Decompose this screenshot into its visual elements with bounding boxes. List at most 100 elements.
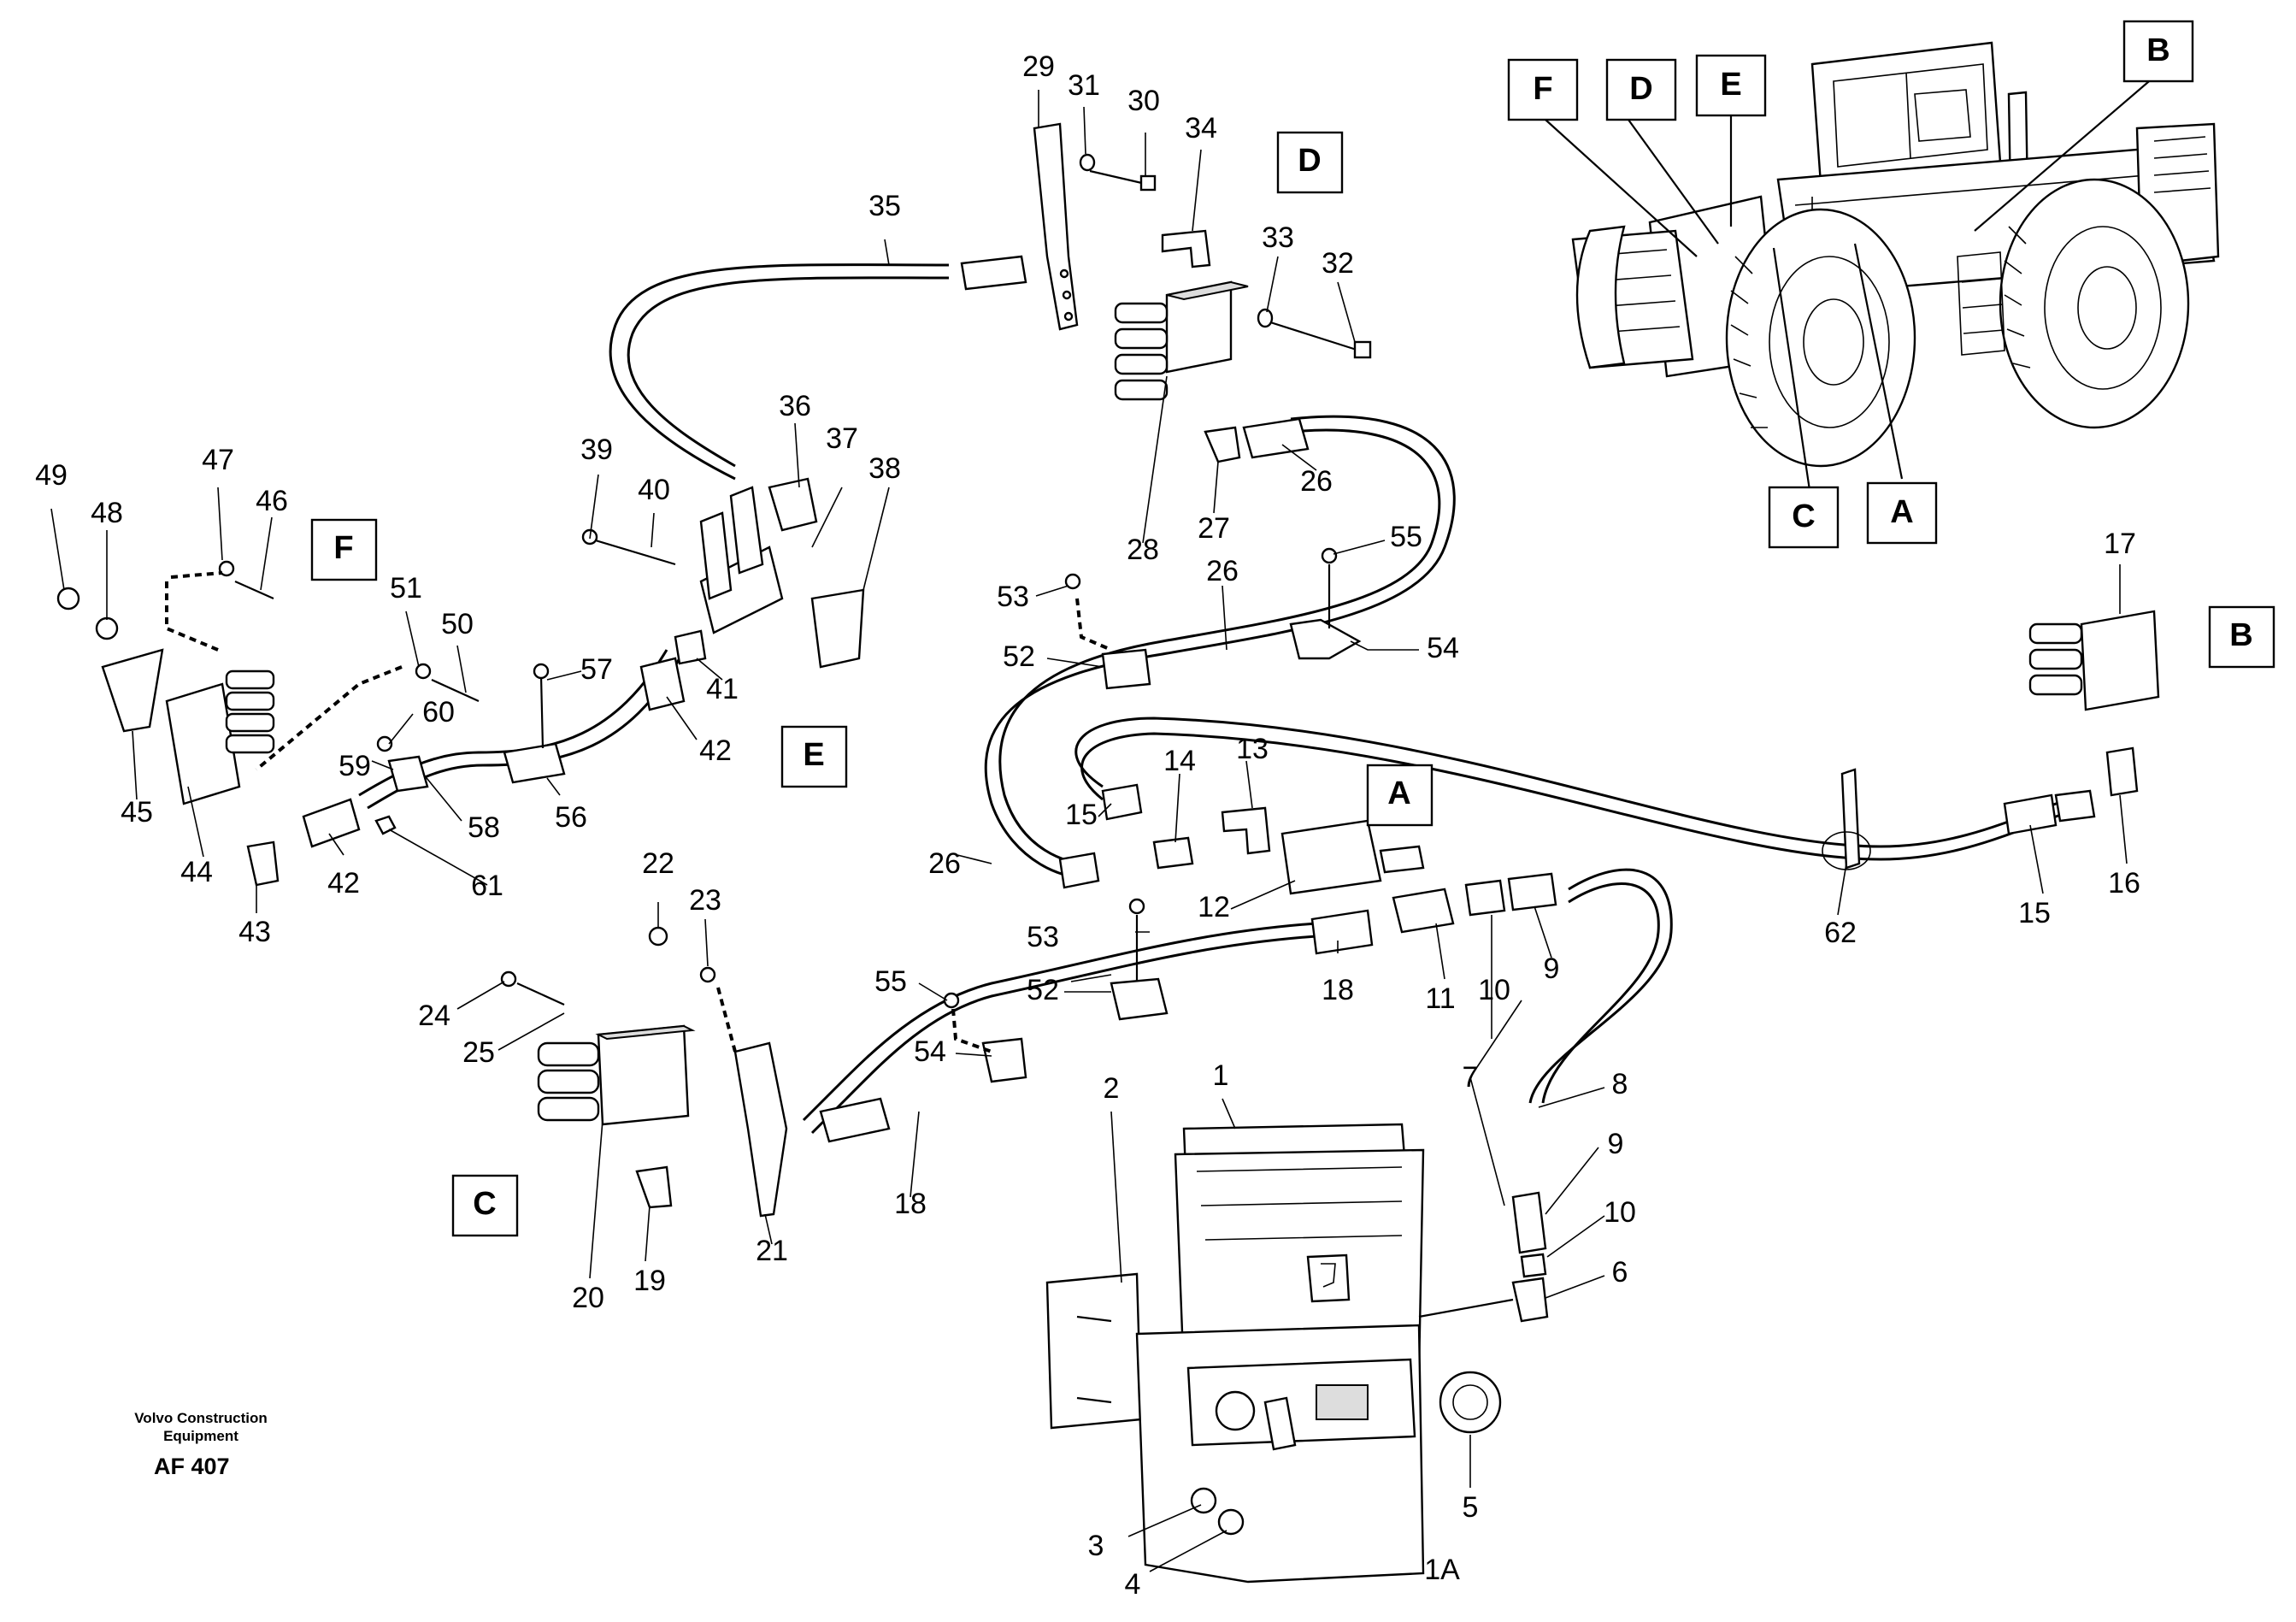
callout-36: 36	[779, 390, 811, 422]
callout-26-mid: 26	[1206, 555, 1239, 587]
junction-block-E	[581, 477, 865, 711]
callout-55-lower: 55	[874, 965, 907, 998]
callout-42-lower: 42	[327, 867, 360, 899]
callout-17: 17	[2104, 528, 2136, 560]
section-box-D-machine: D	[1605, 58, 1677, 121]
section-box-A-machine: A	[1866, 481, 1938, 545]
callout-51: 51	[390, 572, 422, 605]
far-wheel	[1575, 225, 1626, 369]
callout-21: 21	[756, 1235, 788, 1267]
callout-37: 37	[826, 422, 858, 455]
callout-9-lower: 9	[1608, 1128, 1624, 1160]
callout-39: 39	[580, 434, 613, 466]
callout-62: 62	[1824, 917, 1857, 949]
callout-50: 50	[441, 608, 474, 640]
callout-1: 1	[1213, 1059, 1229, 1092]
svg-text:E: E	[803, 737, 824, 773]
section-box-E-machine: E	[1695, 54, 1767, 117]
callout-15-right: 15	[2018, 897, 2051, 929]
callout-32: 32	[1322, 247, 1354, 280]
callout-15-left: 15	[1065, 799, 1098, 831]
callout-52-lower: 52	[1027, 974, 1059, 1006]
svg-text:F: F	[1533, 71, 1552, 107]
distributor-block-C	[500, 926, 891, 1218]
drawing-code: AF 407	[154, 1454, 230, 1479]
callout-55-upper: 55	[1390, 521, 1422, 553]
callout-44: 44	[180, 856, 213, 888]
callout-12: 12	[1198, 891, 1230, 923]
callout-46: 46	[256, 485, 288, 517]
section-box-F-machine: F	[1507, 58, 1579, 121]
callout-6: 6	[1612, 1256, 1628, 1289]
callout-57: 57	[580, 653, 613, 686]
callout-28: 28	[1127, 534, 1159, 566]
callout-30: 30	[1127, 85, 1160, 117]
section-box-B: B	[2208, 605, 2275, 669]
callout-27: 27	[1198, 512, 1230, 545]
svg-text:D: D	[1629, 71, 1652, 107]
callout-54-upper: 54	[1427, 632, 1459, 664]
callout-53-lower: 53	[1027, 921, 1059, 953]
callout-22: 22	[642, 847, 674, 880]
distributor-block-A	[1058, 783, 1557, 955]
section-box-C: C	[451, 1174, 519, 1237]
callout-48: 48	[91, 497, 123, 529]
callout-33: 33	[1262, 221, 1294, 254]
callout-40: 40	[638, 474, 670, 506]
detail-section-boxes: D F E A B C	[310, 131, 2275, 1237]
callout-35: 35	[868, 190, 901, 222]
callout-5: 5	[1463, 1491, 1479, 1524]
callout-3: 3	[1088, 1530, 1104, 1562]
callout-31: 31	[1068, 69, 1100, 102]
svg-text:A: A	[1387, 776, 1410, 811]
callout-13: 13	[1236, 733, 1269, 765]
clamp-58	[374, 735, 429, 835]
callout-61: 61	[471, 870, 503, 902]
callout-34: 34	[1185, 112, 1217, 145]
section-box-A: A	[1366, 764, 1434, 827]
svg-text:E: E	[1720, 67, 1741, 103]
callout-49: 49	[35, 459, 68, 492]
callout-41: 41	[706, 673, 739, 705]
machine-section-boxes: F D E B C A	[1507, 20, 2194, 549]
callout-58: 58	[468, 811, 500, 844]
svg-text:B: B	[2229, 617, 2252, 653]
callout-14: 14	[1163, 745, 1196, 777]
callout-43: 43	[238, 916, 271, 948]
svg-text:C: C	[1792, 498, 1815, 534]
callout-1A: 1A	[1424, 1554, 1460, 1586]
section-box-F: F	[310, 518, 378, 581]
svg-text:C: C	[473, 1186, 496, 1222]
callout-24: 24	[418, 1000, 450, 1032]
callout-38: 38	[868, 452, 901, 485]
callout-18-upper: 18	[1322, 974, 1354, 1006]
clamps-lower	[943, 898, 1169, 1083]
callout-10-upper: 10	[1478, 974, 1510, 1006]
callout-leaders	[50, 90, 2128, 1572]
callout-56: 56	[555, 801, 587, 834]
callout-25: 25	[462, 1036, 495, 1069]
callout-26-top: 26	[1300, 465, 1333, 498]
distributor-block-B	[1822, 610, 2160, 870]
callout-20: 20	[572, 1282, 604, 1314]
callout-4: 4	[1125, 1568, 1141, 1601]
callout-16: 16	[2108, 867, 2140, 899]
callout-2: 2	[1104, 1072, 1120, 1105]
section-box-D: D	[1276, 131, 1344, 194]
brand-credit: Volvo Construction Equipment	[128, 1409, 274, 1445]
svg-text:A: A	[1890, 494, 1913, 530]
clamps-upper	[1064, 547, 1362, 690]
front-wheel	[1725, 208, 1916, 468]
section-box-C-machine: C	[1768, 486, 1840, 549]
callout-26-left: 26	[928, 847, 961, 880]
brand-line-2: Equipment	[163, 1428, 238, 1444]
distributor-block-D	[960, 122, 1372, 463]
callout-59: 59	[339, 750, 371, 782]
callout-11: 11	[1425, 982, 1455, 1015]
machine-leaders	[1545, 76, 2155, 497]
callout-18-lower: 18	[894, 1188, 927, 1220]
svg-text:D: D	[1298, 143, 1321, 179]
callout-29: 29	[1022, 50, 1055, 83]
callout-47: 47	[202, 444, 234, 476]
